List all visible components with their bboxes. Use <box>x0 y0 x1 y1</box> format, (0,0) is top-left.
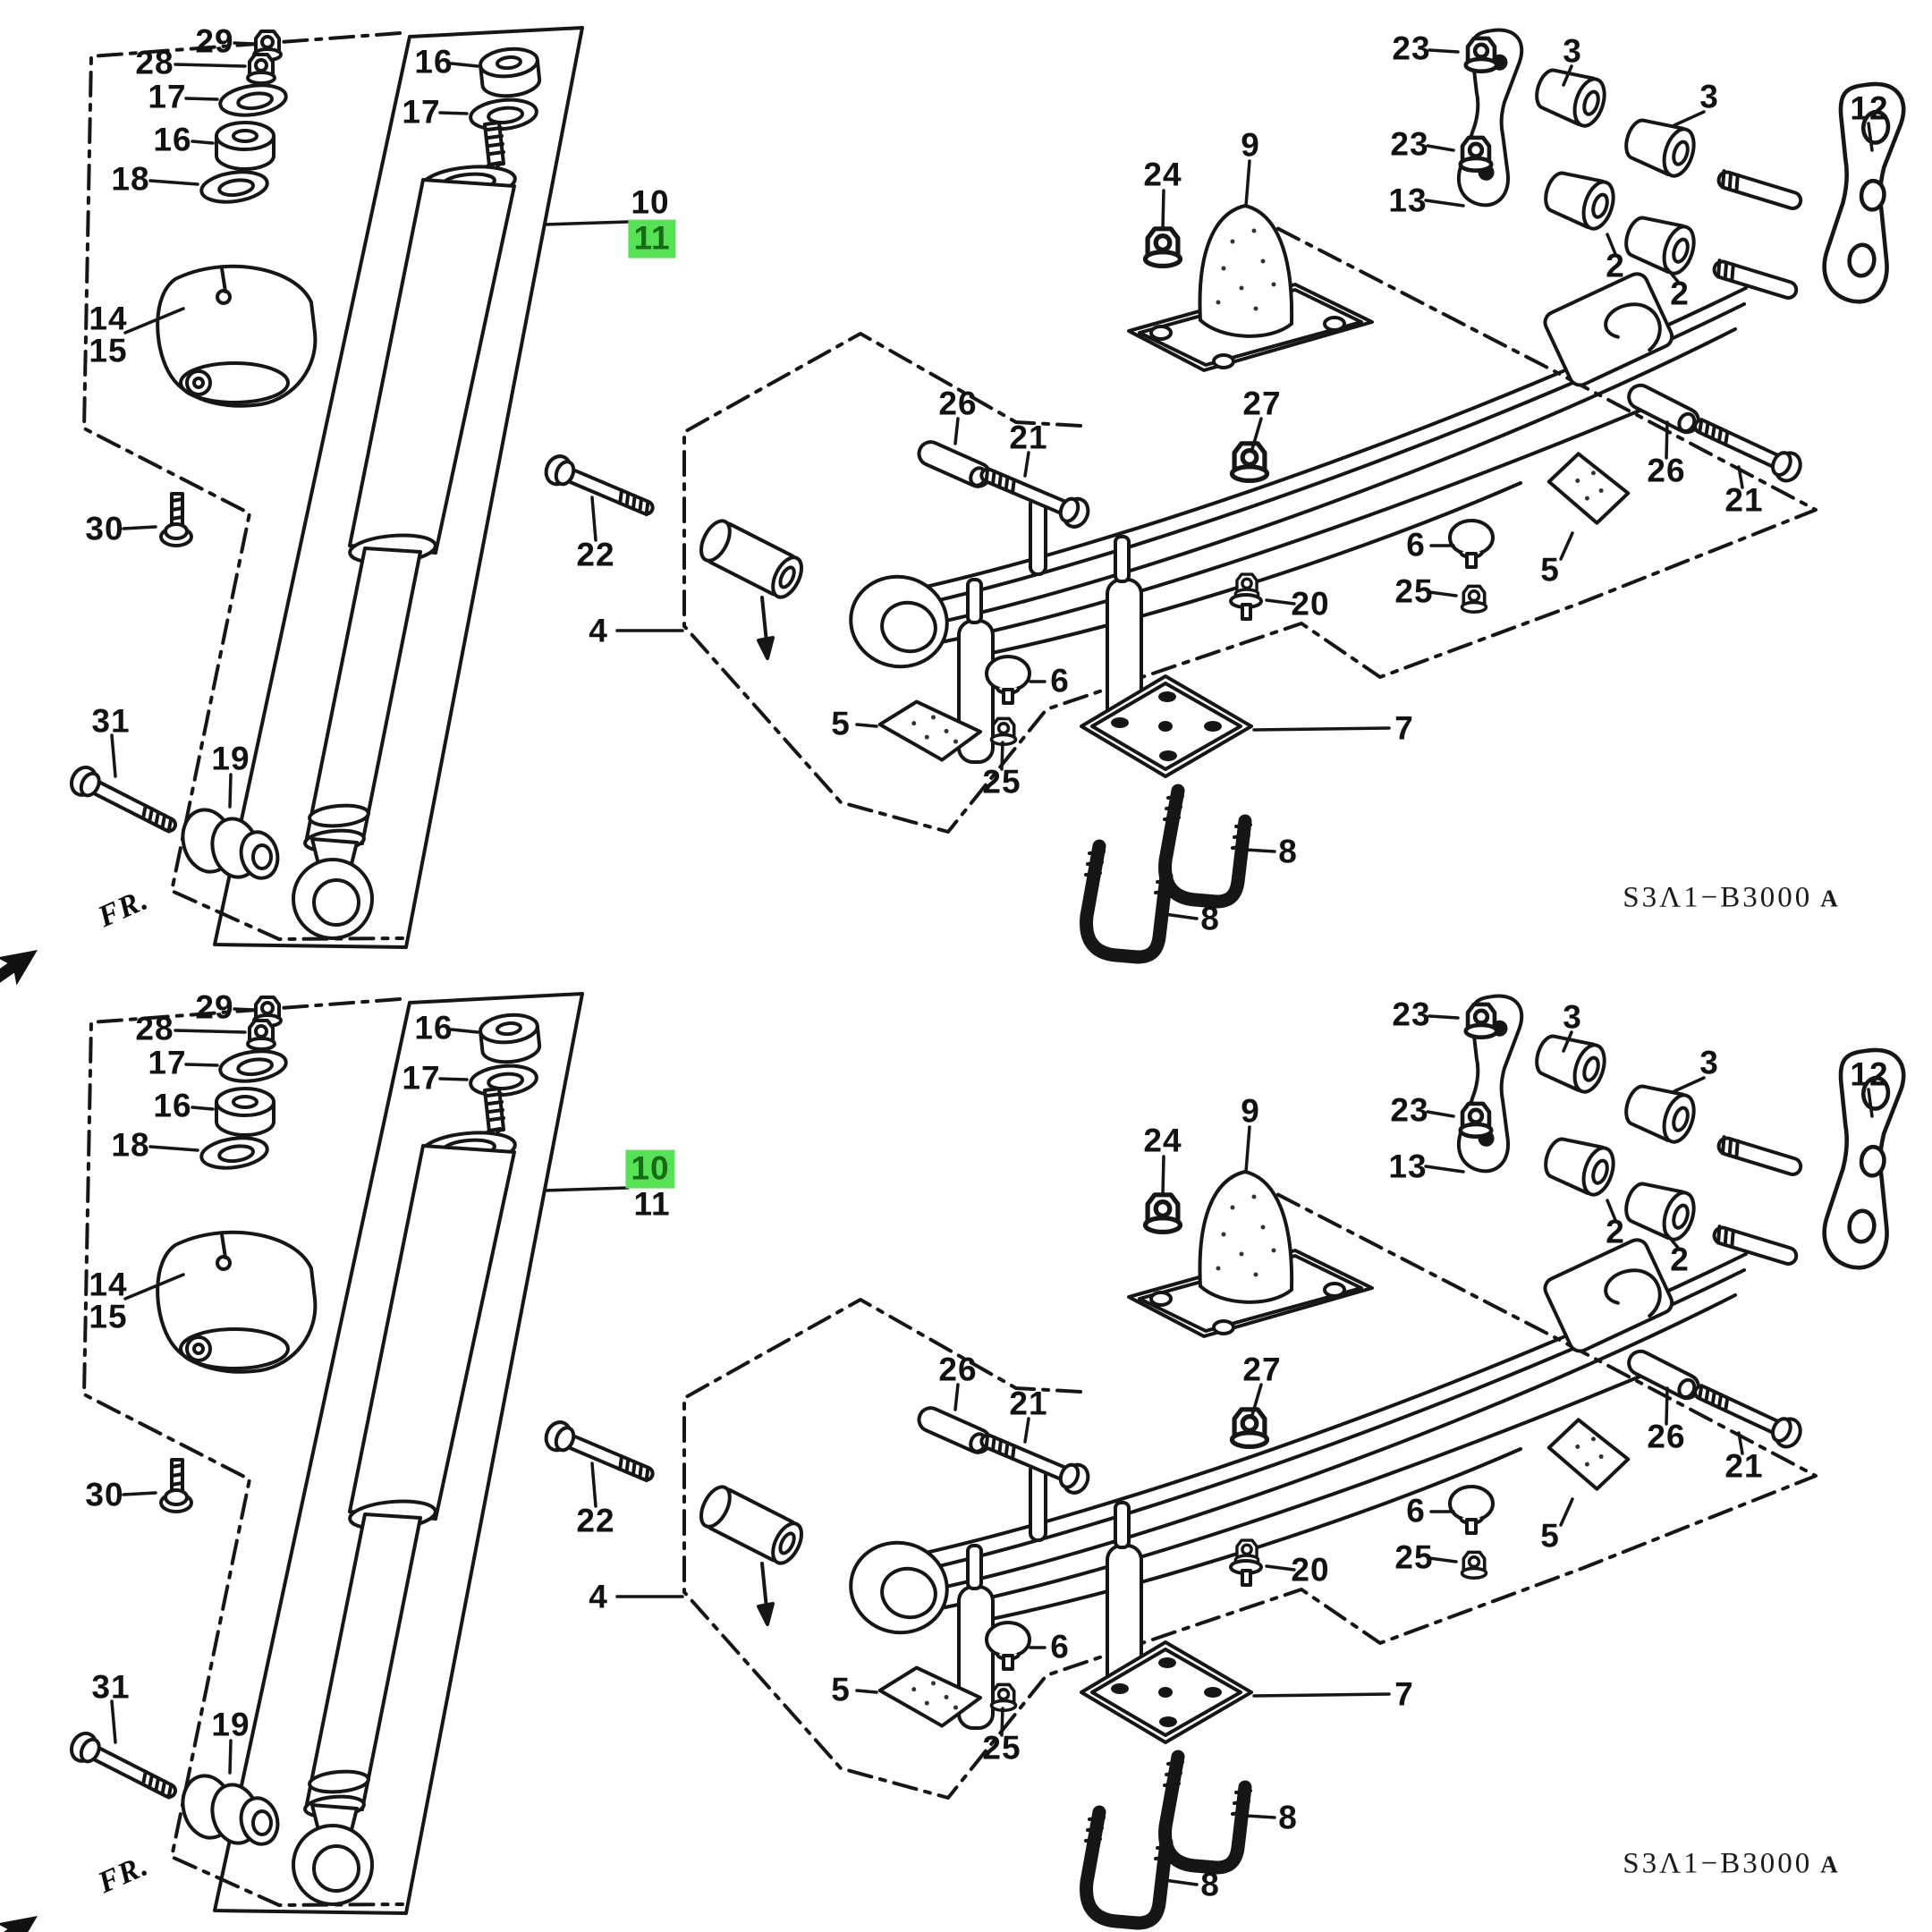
part-label-8[interactable]: 8 <box>1200 900 1220 937</box>
part-label-5[interactable]: 5 <box>1540 1517 1560 1555</box>
part-label-16[interactable]: 16 <box>153 1087 192 1124</box>
part-label-15[interactable]: 15 <box>89 1298 128 1335</box>
part-label-24[interactable]: 24 <box>1143 1122 1182 1159</box>
part-label-19[interactable]: 19 <box>211 740 250 777</box>
part-label-22[interactable]: 22 <box>576 536 615 573</box>
part-label-13[interactable]: 13 <box>1388 182 1428 219</box>
part-label-2[interactable]: 2 <box>1606 1213 1625 1250</box>
part-label-26[interactable]: 26 <box>1647 1418 1686 1455</box>
part-label-6[interactable]: 6 <box>1050 1628 1070 1665</box>
part-label-25[interactable]: 25 <box>1394 1538 1434 1576</box>
part-label-30[interactable]: 30 <box>85 1476 124 1513</box>
part-label-17[interactable]: 17 <box>148 1044 187 1081</box>
diagram-code-text: S3Λ1−B3000 <box>1623 881 1813 914</box>
part-label-10[interactable]: 10 <box>631 183 670 221</box>
part-label-25[interactable]: 25 <box>1394 572 1434 610</box>
part-label-5[interactable]: 5 <box>831 1671 851 1708</box>
part-label-16[interactable]: 16 <box>153 121 192 158</box>
part-label-18[interactable]: 18 <box>111 1126 150 1164</box>
part-label-7[interactable]: 7 <box>1394 1675 1414 1713</box>
part-label-3[interactable]: 3 <box>1699 1044 1719 1081</box>
part-label-21[interactable]: 21 <box>1724 481 1764 519</box>
part-label-5[interactable]: 5 <box>831 705 851 742</box>
part-label-24[interactable]: 24 <box>1143 156 1182 193</box>
part-label-8[interactable]: 8 <box>1278 833 1298 870</box>
part-label-25[interactable]: 25 <box>982 763 1021 801</box>
part-label-28[interactable]: 28 <box>135 44 174 81</box>
part-label-2[interactable]: 2 <box>1606 247 1625 284</box>
diagram-code-suffix: A <box>1820 885 1839 912</box>
part-label-26[interactable]: 26 <box>1647 452 1686 489</box>
part-label-23[interactable]: 23 <box>1390 1091 1429 1129</box>
part-label-6[interactable]: 6 <box>1050 662 1070 699</box>
part-label-27[interactable]: 27 <box>1242 385 1282 422</box>
part-label-14[interactable]: 14 <box>89 1266 128 1303</box>
part-label-9[interactable]: 9 <box>1241 1092 1260 1130</box>
part-label-13[interactable]: 13 <box>1388 1148 1428 1185</box>
part-label-17[interactable]: 17 <box>402 1059 441 1097</box>
part-label-26[interactable]: 26 <box>938 1351 978 1388</box>
part-label-21[interactable]: 21 <box>1724 1447 1764 1485</box>
part-label-26[interactable]: 26 <box>938 385 978 422</box>
diagram-code: S3Λ1−B3000 A <box>1623 881 1838 914</box>
part-label-31[interactable]: 31 <box>91 1668 131 1706</box>
part-label-10[interactable]: 10 <box>625 1149 675 1189</box>
part-label-5[interactable]: 5 <box>1540 551 1560 589</box>
part-label-8[interactable]: 8 <box>1200 1866 1220 1903</box>
part-label-3[interactable]: 3 <box>1563 998 1582 1036</box>
part-label-17[interactable]: 17 <box>402 93 441 131</box>
part-label-12[interactable]: 12 <box>1850 1055 1889 1093</box>
part-label-28[interactable]: 28 <box>135 1010 174 1047</box>
part-label-16[interactable]: 16 <box>414 43 453 80</box>
part-label-14[interactable]: 14 <box>89 300 128 337</box>
part-label-31[interactable]: 31 <box>91 702 131 740</box>
front-direction-label: FR. <box>93 1849 154 1901</box>
part-label-12[interactable]: 12 <box>1850 89 1889 127</box>
part-label-23[interactable]: 23 <box>1392 30 1431 67</box>
part-label-4[interactable]: 4 <box>589 612 608 649</box>
part-label-4[interactable]: 4 <box>589 1578 608 1615</box>
part-label-6[interactable]: 6 <box>1406 1492 1426 1530</box>
part-label-11[interactable]: 11 <box>633 1185 671 1223</box>
part-label-23[interactable]: 23 <box>1390 125 1429 163</box>
part-label-2[interactable]: 2 <box>1670 1241 1690 1278</box>
part-label-20[interactable]: 20 <box>1291 585 1330 623</box>
part-label-30[interactable]: 30 <box>85 510 124 547</box>
part-label-11[interactable]: 11 <box>628 219 676 258</box>
diagram-code-suffix: A <box>1820 1851 1839 1878</box>
part-label-29[interactable]: 29 <box>195 988 234 1026</box>
diagram-code-text: S3Λ1−B3000 <box>1623 1847 1813 1880</box>
part-label-19[interactable]: 19 <box>211 1706 250 1743</box>
front-direction-label: FR. <box>93 883 154 935</box>
part-label-27[interactable]: 27 <box>1242 1351 1282 1388</box>
part-label-23[interactable]: 23 <box>1392 996 1431 1033</box>
part-label-16[interactable]: 16 <box>414 1009 453 1046</box>
part-label-7[interactable]: 7 <box>1394 709 1414 747</box>
part-label-21[interactable]: 21 <box>1009 1385 1048 1422</box>
part-label-15[interactable]: 15 <box>89 332 128 369</box>
part-label-25[interactable]: 25 <box>982 1729 1021 1767</box>
part-label-6[interactable]: 6 <box>1406 526 1426 564</box>
part-label-20[interactable]: 20 <box>1291 1551 1330 1589</box>
part-label-29[interactable]: 29 <box>195 22 234 60</box>
part-label-8[interactable]: 8 <box>1278 1799 1298 1836</box>
part-label-18[interactable]: 18 <box>111 160 150 198</box>
diagram-code: S3Λ1−B3000 A <box>1623 1848 1838 1881</box>
part-label-3[interactable]: 3 <box>1699 78 1719 115</box>
part-label-21[interactable]: 21 <box>1009 419 1048 456</box>
part-label-22[interactable]: 22 <box>576 1502 615 1539</box>
part-label-3[interactable]: 3 <box>1563 32 1582 70</box>
part-label-9[interactable]: 9 <box>1241 126 1260 164</box>
part-label-2[interactable]: 2 <box>1670 275 1690 312</box>
part-label-17[interactable]: 17 <box>148 78 187 115</box>
